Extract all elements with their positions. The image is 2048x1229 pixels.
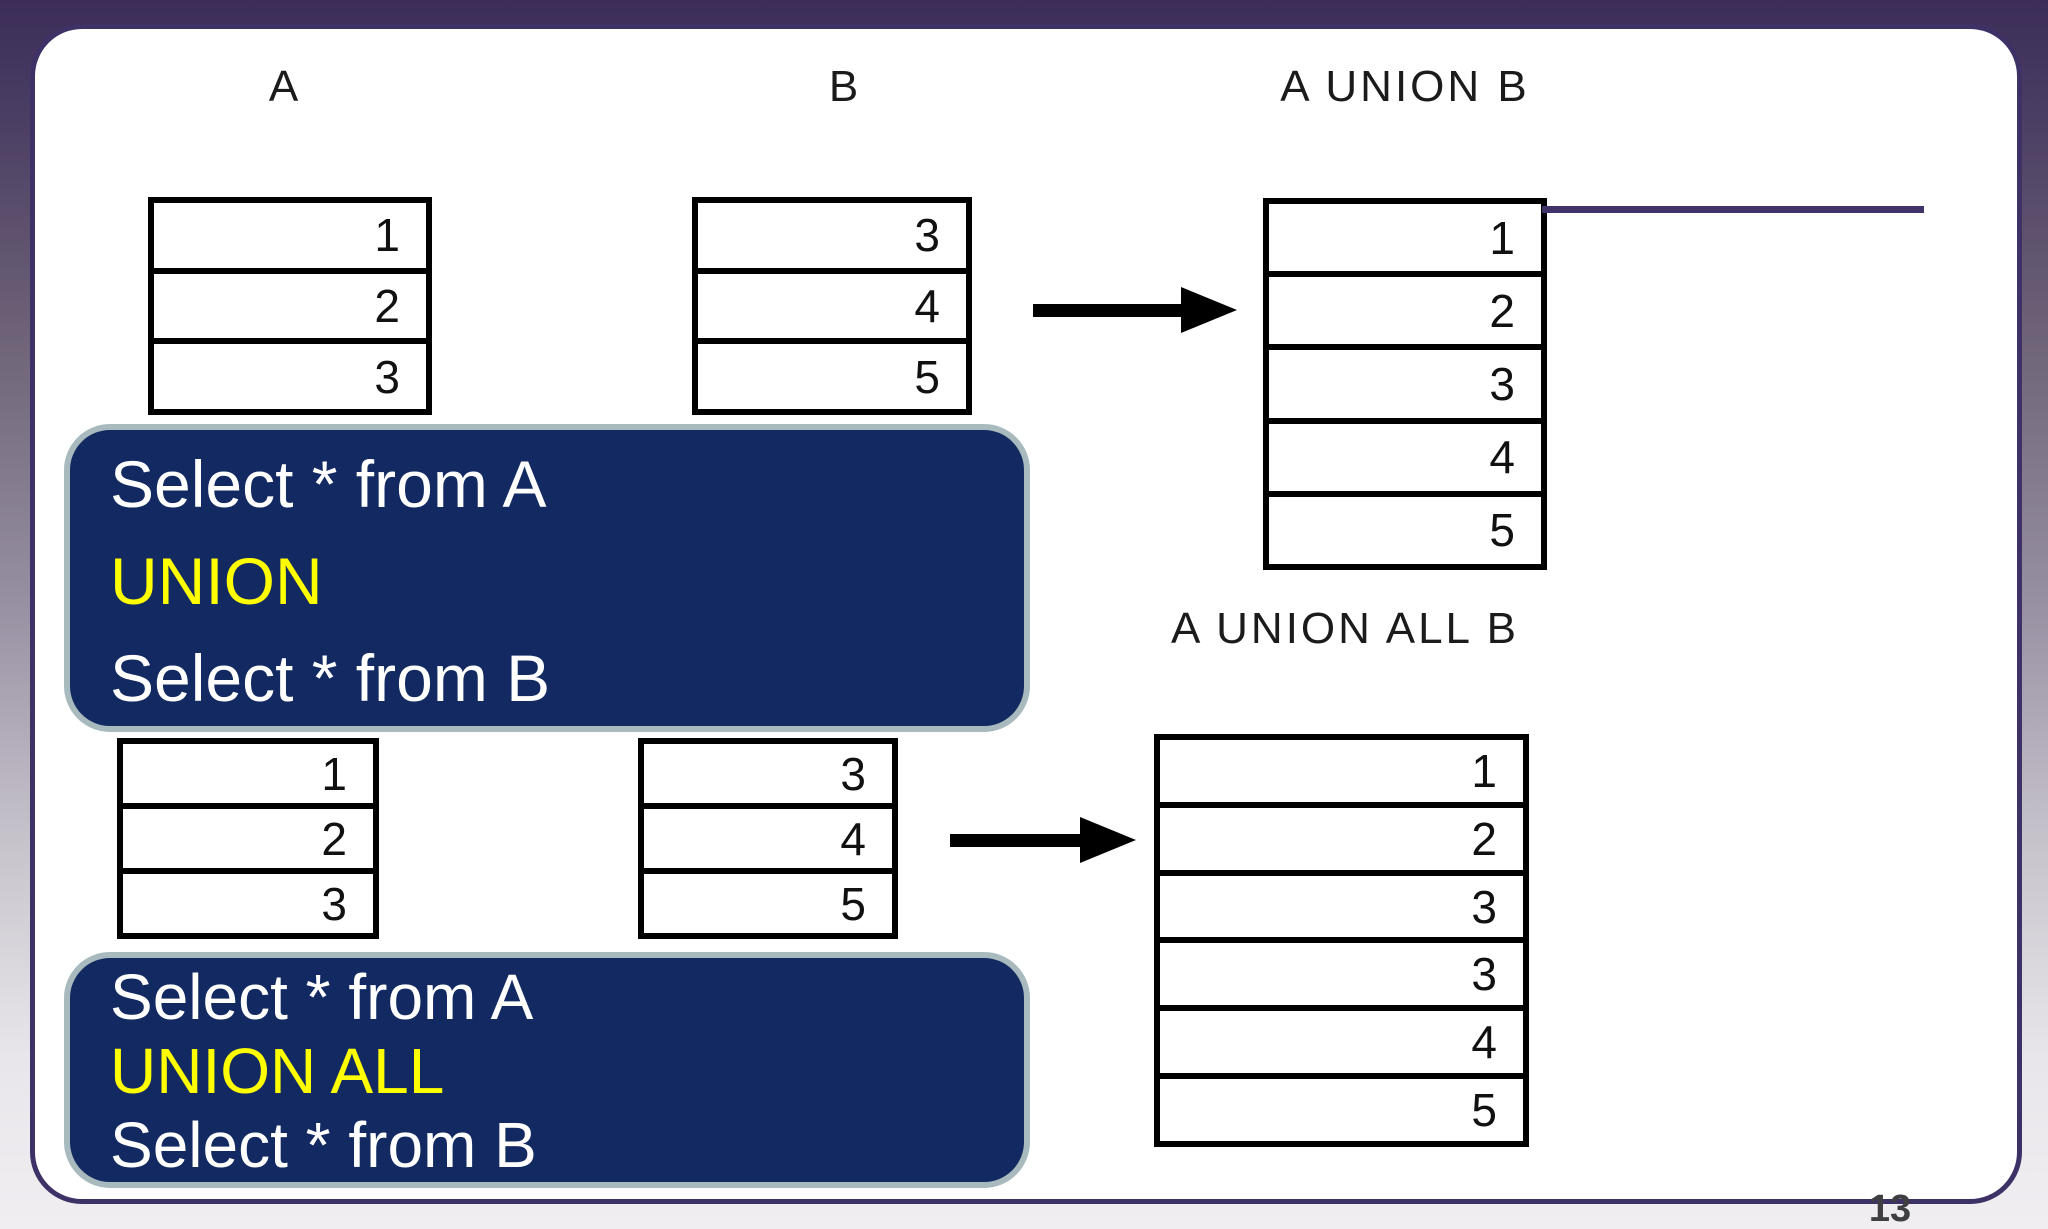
table-cell: 5 xyxy=(698,338,966,409)
sql-keyword-union: UNION xyxy=(110,544,323,618)
heading-a-union-all-b: A UNION ALL B xyxy=(1171,604,1519,653)
table-cell: 3 xyxy=(123,868,373,933)
table-cell: 4 xyxy=(1160,1005,1523,1073)
table-cell: 5 xyxy=(644,868,892,933)
sql-line: Select * from B xyxy=(110,641,551,715)
table-cell: 5 xyxy=(1269,490,1541,564)
table-cell: 3 xyxy=(154,338,426,409)
table-cell: 2 xyxy=(123,803,373,868)
table-cell: 2 xyxy=(154,267,426,339)
table-union-all-result: 1 2 3 3 4 5 xyxy=(1154,734,1529,1147)
table-cell: 2 xyxy=(1269,271,1541,344)
table-cell: 4 xyxy=(644,803,892,868)
arrow-right-icon xyxy=(1033,287,1237,333)
arrow-right-icon xyxy=(950,817,1136,863)
sql-line: Select * from B xyxy=(110,1109,537,1181)
table-cell: 4 xyxy=(1269,417,1541,491)
table-cell: 3 xyxy=(1160,937,1523,1005)
table-cell: 3 xyxy=(840,747,866,800)
accent-line xyxy=(1542,206,1924,213)
table-cell: 2 xyxy=(1160,801,1523,870)
table-b-top: 3 4 5 xyxy=(692,197,972,415)
table-a-top: 1 2 3 xyxy=(148,197,432,415)
sql-line: Select * from A xyxy=(110,447,547,521)
table-cell: 1 xyxy=(1489,211,1515,264)
sql-line: Select * from A xyxy=(110,961,534,1033)
table-union-result: 1 2 3 4 5 xyxy=(1263,198,1547,570)
arrow-shaft xyxy=(950,833,1080,847)
table-cell: 4 xyxy=(698,267,966,339)
table-cell: 3 xyxy=(1160,869,1523,938)
table-cell: 1 xyxy=(1471,744,1497,797)
table-cell: 5 xyxy=(1160,1073,1523,1141)
heading-table-a: A xyxy=(268,62,302,111)
table-b-bottom: 3 4 5 xyxy=(638,738,898,939)
arrow-head xyxy=(1080,817,1136,863)
table-cell: 3 xyxy=(1269,344,1541,417)
sql-box-union-all: Select * from A UNION ALL Select * from … xyxy=(64,952,1030,1188)
table-cell: 1 xyxy=(321,747,347,800)
table-a-bottom: 1 2 3 xyxy=(117,738,379,939)
page-number: 13 xyxy=(1868,1188,1912,1229)
table-cell: 1 xyxy=(374,209,400,262)
heading-table-b: B xyxy=(828,62,862,111)
arrow-shaft xyxy=(1033,303,1181,317)
arrow-head xyxy=(1181,287,1237,333)
table-cell: 3 xyxy=(914,209,940,262)
sql-keyword-union-all: UNION ALL xyxy=(110,1035,445,1107)
heading-a-union-b: A UNION B xyxy=(1280,62,1530,111)
sql-box-union: Select * from A UNION Select * from B xyxy=(64,424,1030,732)
